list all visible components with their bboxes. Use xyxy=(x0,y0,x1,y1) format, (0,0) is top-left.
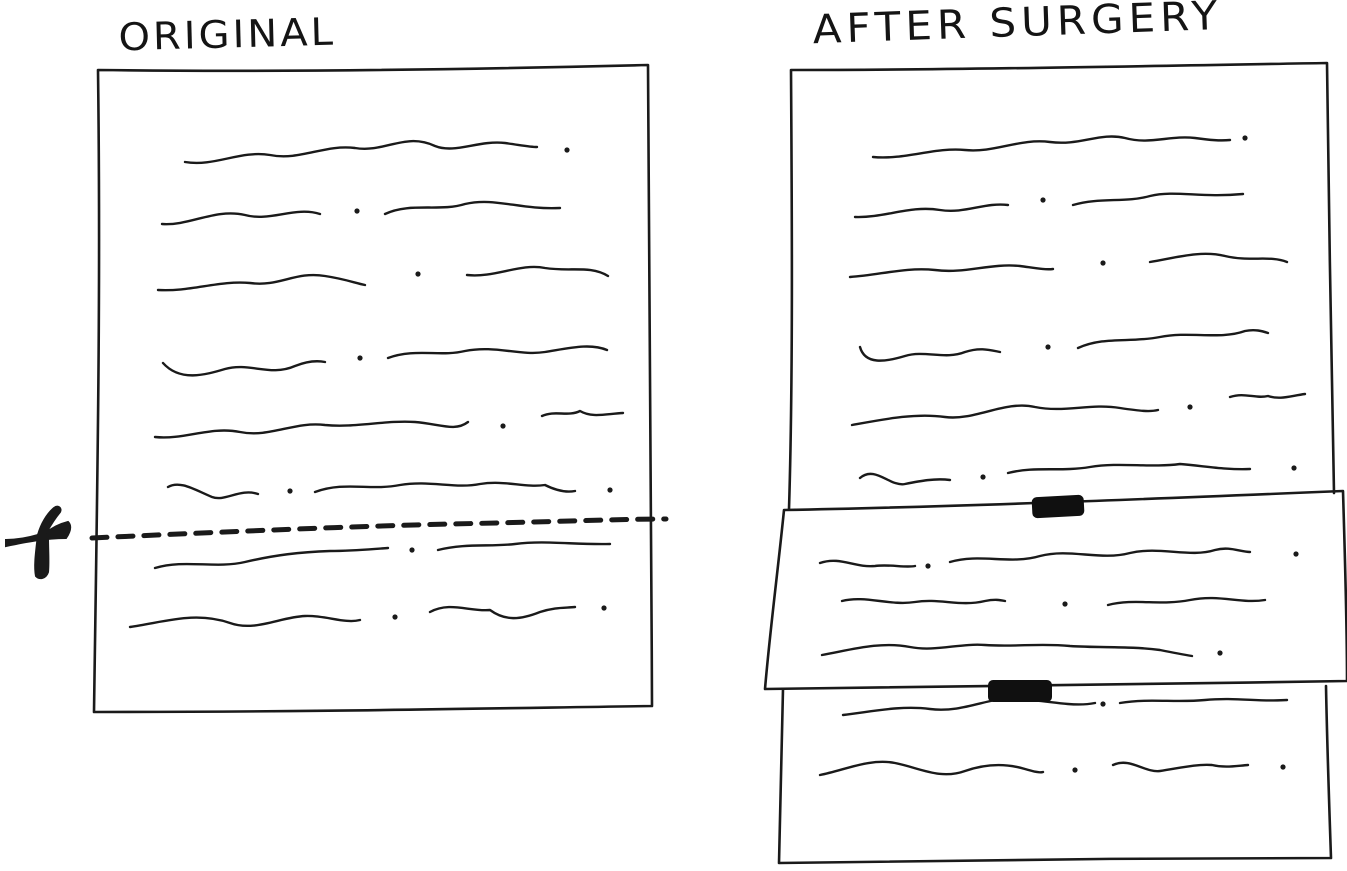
scribble-line xyxy=(860,347,1000,361)
period-dot xyxy=(1040,197,1045,202)
scribble-line xyxy=(950,549,1250,562)
scribble-line xyxy=(315,483,575,492)
scribble-line xyxy=(158,275,365,290)
period-dot xyxy=(1100,701,1105,706)
period-dot xyxy=(392,614,397,619)
scribble-line xyxy=(843,699,1095,715)
scribble-line xyxy=(385,202,560,214)
scribble-line xyxy=(438,542,610,550)
period-dot xyxy=(409,547,414,552)
top-section xyxy=(789,63,1334,509)
period-dot xyxy=(500,423,505,428)
scribble-line xyxy=(1230,394,1305,398)
scribble-line xyxy=(822,645,1192,656)
scribble-line xyxy=(1078,330,1268,348)
scribble-line xyxy=(467,267,608,276)
original-page xyxy=(6,65,666,712)
scribble-line xyxy=(162,212,320,224)
period-dot xyxy=(357,355,362,360)
scribble-line xyxy=(1008,464,1250,473)
top-section-text-lines xyxy=(850,135,1305,484)
bottom-section xyxy=(779,680,1331,863)
period-dot xyxy=(1045,344,1050,349)
bottom-section-text-lines xyxy=(820,699,1287,775)
scribble-line xyxy=(860,474,950,484)
scribble-line xyxy=(873,136,1230,157)
original-page-border xyxy=(94,65,652,712)
original-text-lines xyxy=(130,141,623,627)
period-dot xyxy=(1291,465,1296,470)
scribble-line xyxy=(430,607,575,618)
scribble-line xyxy=(1120,699,1287,703)
period-dot xyxy=(1062,601,1067,606)
tape-piece-lower xyxy=(988,680,1052,702)
scribble-line xyxy=(155,422,468,438)
period-dot xyxy=(415,271,420,276)
scribble-line xyxy=(1150,254,1287,262)
middle-section-text-lines xyxy=(820,549,1299,656)
period-dot xyxy=(354,208,359,213)
scribble-line xyxy=(163,361,325,375)
scribble-line xyxy=(542,411,623,416)
scribble-line xyxy=(1113,763,1248,771)
period-dot xyxy=(601,605,606,610)
period-dot xyxy=(1072,767,1077,772)
period-dot xyxy=(925,563,930,568)
scribble-line xyxy=(1108,598,1265,605)
tape-piece-upper xyxy=(1032,495,1085,519)
period-dot xyxy=(980,474,985,479)
period-dot xyxy=(1280,764,1285,769)
period-dot xyxy=(1242,135,1247,140)
scribble-line xyxy=(388,346,607,358)
period-dot xyxy=(564,147,569,152)
top-section-border xyxy=(789,63,1334,509)
period-dot xyxy=(1100,260,1105,265)
middle-section xyxy=(765,491,1347,689)
cut-line xyxy=(92,519,666,538)
period-dot xyxy=(607,487,612,492)
scribble-line xyxy=(855,205,1008,218)
scribble-line xyxy=(1073,194,1243,205)
scribble-line xyxy=(155,548,388,568)
scribble-line xyxy=(842,599,1005,603)
cut-mark-icon xyxy=(6,507,70,578)
after-surgery-page xyxy=(765,63,1347,863)
middle-section-border xyxy=(765,491,1347,689)
scribble-line xyxy=(820,561,915,567)
scribble-line xyxy=(820,762,1043,775)
period-dot xyxy=(1217,650,1222,655)
scribble-line xyxy=(852,406,1158,425)
scribble-line xyxy=(185,141,537,163)
period-dot xyxy=(287,488,292,493)
scribble-line xyxy=(168,485,258,498)
period-dot xyxy=(1293,551,1298,556)
period-dot xyxy=(1187,404,1192,409)
scribble-line xyxy=(130,616,360,627)
scribble-line xyxy=(850,265,1053,277)
